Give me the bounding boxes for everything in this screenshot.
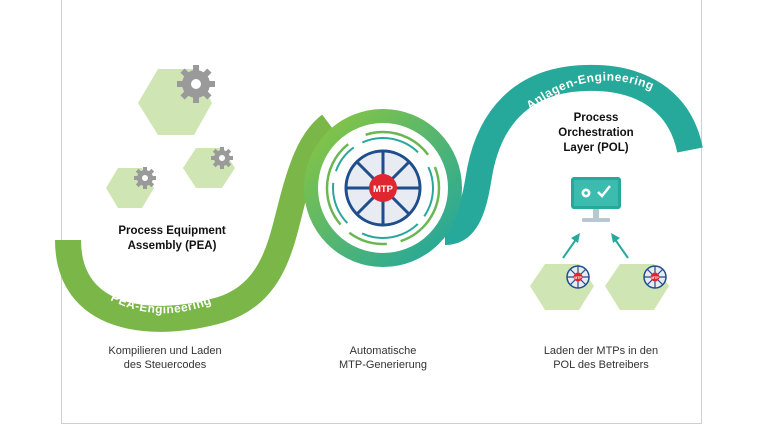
checkmark-icon bbox=[597, 185, 611, 198]
pea-engineering-band bbox=[55, 114, 339, 332]
arrow-up-icon bbox=[562, 233, 580, 259]
arrow-up-icon bbox=[611, 233, 629, 259]
gear-icon bbox=[211, 147, 233, 169]
pea-title-line1: Process Equipment bbox=[118, 225, 226, 237]
pol-title-line1: Process bbox=[574, 112, 619, 124]
content-frame bbox=[61, 0, 702, 424]
pol-title-line2: Orchestration bbox=[558, 127, 633, 139]
gear-icon bbox=[581, 188, 591, 198]
caption-center-line2: MTP-Generierung bbox=[339, 359, 427, 371]
mtp-wheel-icon: MTP bbox=[344, 149, 422, 227]
caption-center-line1: Automatische bbox=[350, 345, 417, 357]
caption-right-line2: POL des Betreibers bbox=[553, 359, 649, 371]
caption-left-line2: des Steuercodes bbox=[124, 359, 207, 371]
mtp-badge-text: MTP bbox=[574, 276, 582, 280]
caption-right-line1: Laden der MTPs in den bbox=[544, 345, 658, 357]
anlagen-engineering-band bbox=[443, 64, 703, 245]
pol-title-line3: Layer (POL) bbox=[563, 142, 628, 154]
monitor-icon bbox=[571, 177, 621, 222]
mtp-generation-wheel: MTP bbox=[304, 109, 462, 267]
gear-icon bbox=[134, 167, 156, 189]
mtp-badge-text: MTP bbox=[651, 276, 659, 280]
caption-left-line1: Kompilieren und Laden bbox=[108, 345, 221, 357]
gear-icon bbox=[177, 65, 215, 103]
mtp-badge-text: MTP bbox=[373, 184, 394, 195]
mtp-wheel-icon: MTP bbox=[566, 265, 590, 289]
mtp-wheel-icon: MTP bbox=[643, 265, 667, 289]
pea-title-line2: Assembly (PEA) bbox=[128, 240, 217, 252]
